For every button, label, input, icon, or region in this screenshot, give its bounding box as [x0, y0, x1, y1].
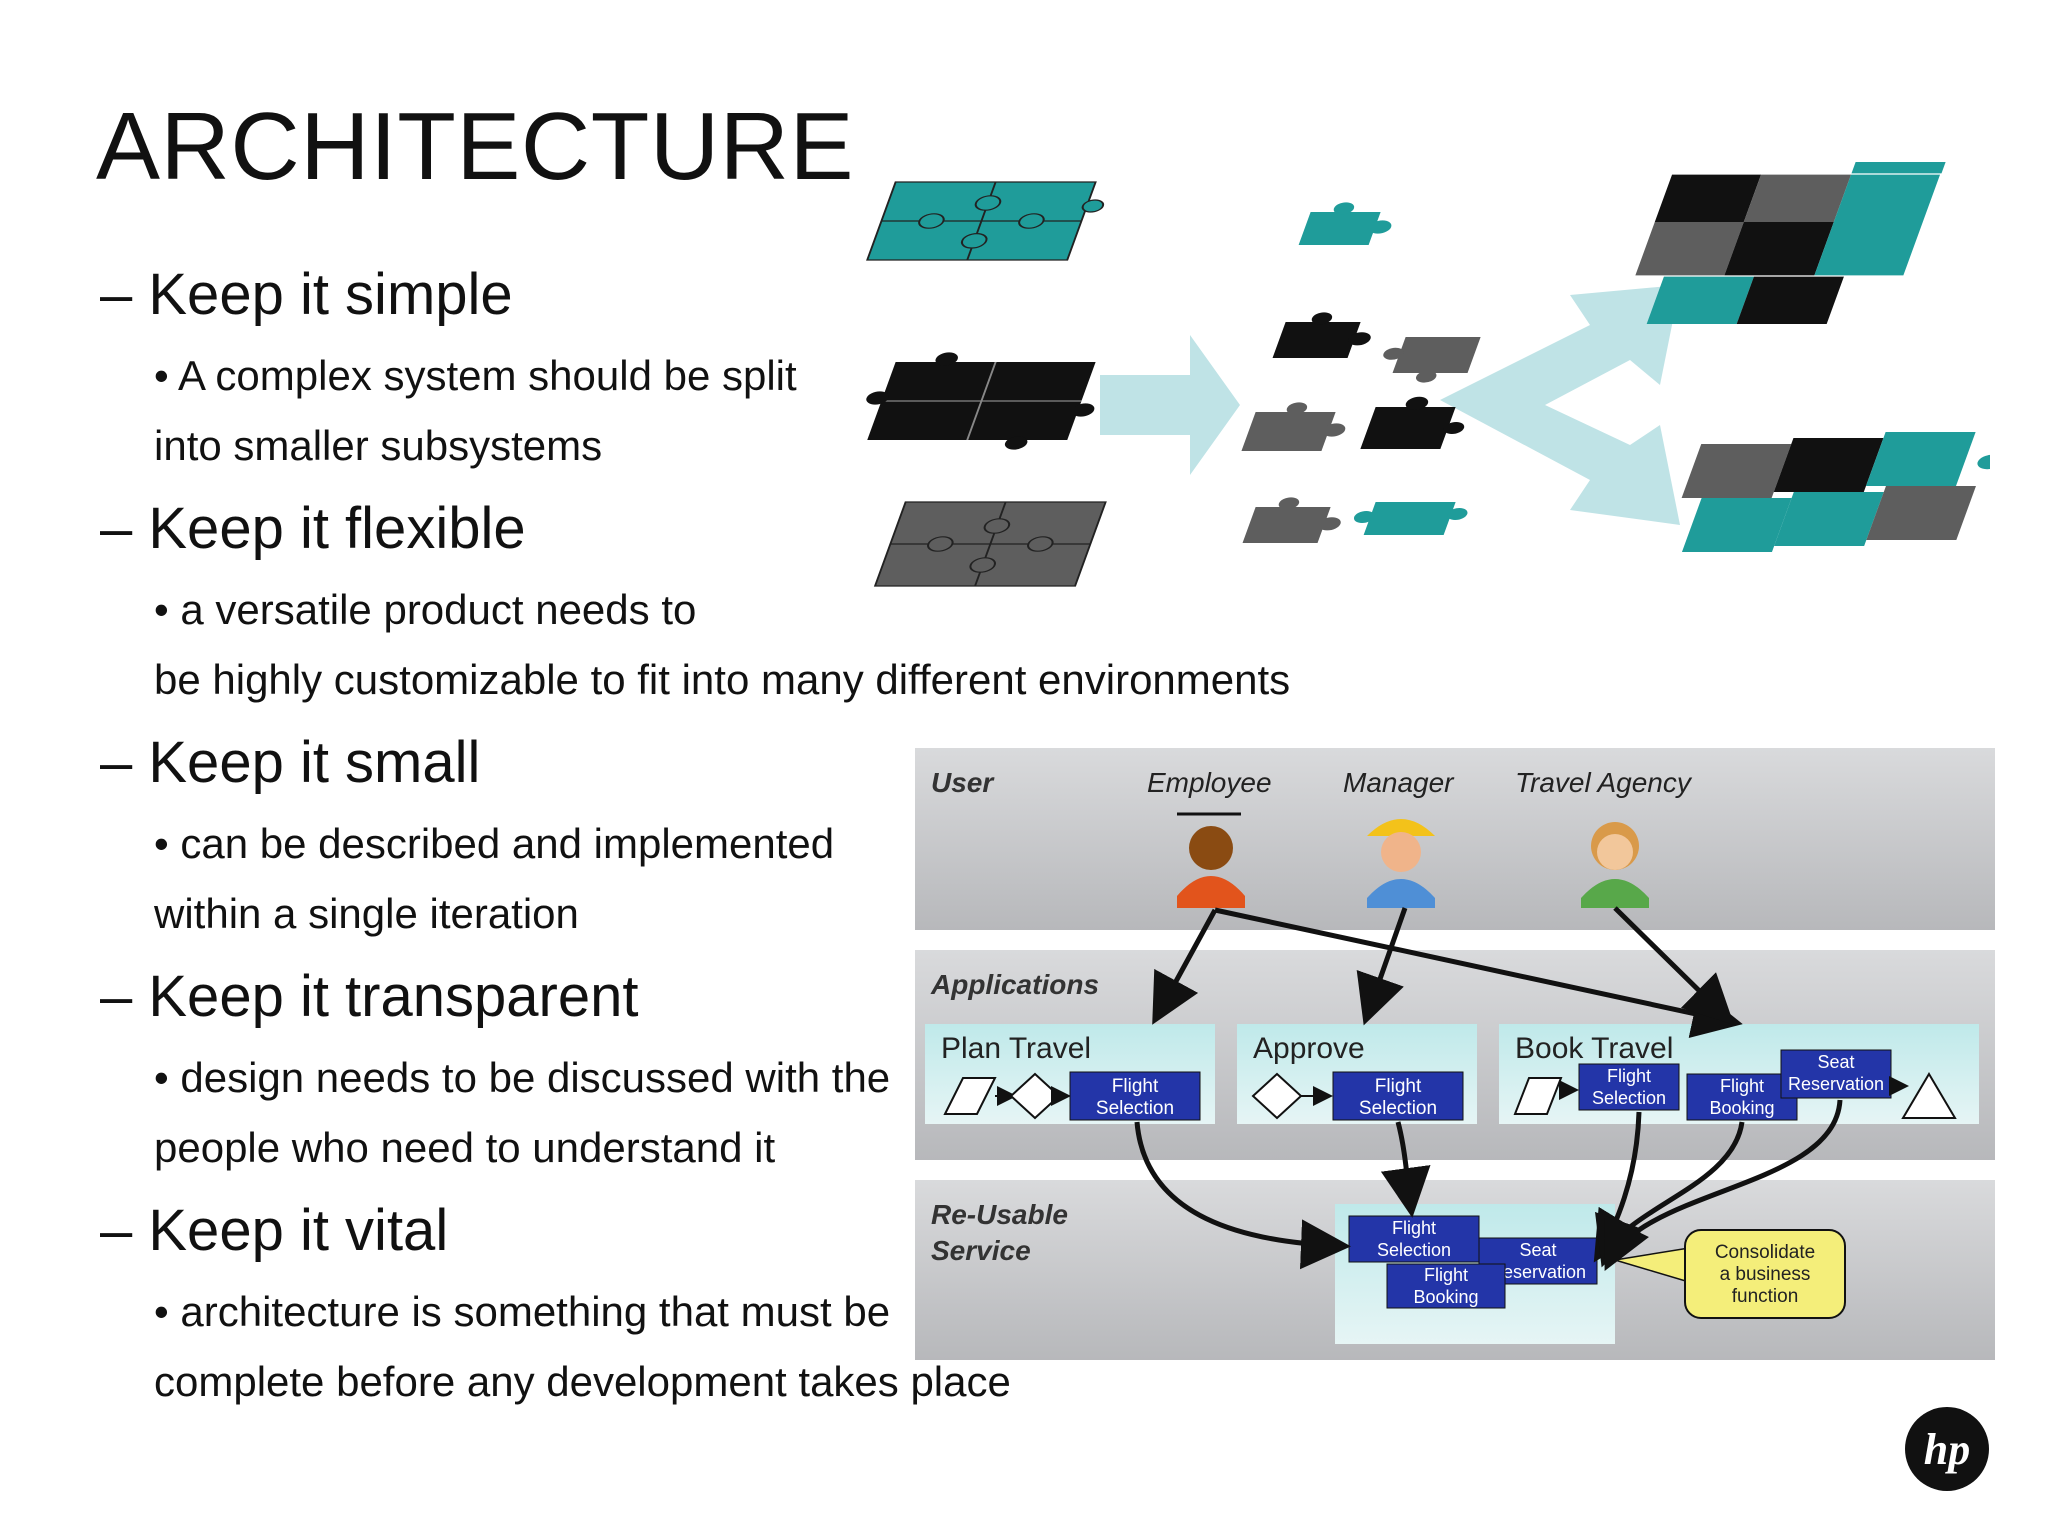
employee-person-icon — [1177, 812, 1245, 908]
box-text: Selection — [1592, 1088, 1666, 1108]
box-seat-reservation-book — [1780, 1049, 1892, 1099]
box-flight-booking-book — [1686, 1073, 1798, 1121]
bullet-text: • A complex system should be split — [154, 352, 797, 399]
box-text: Reservation — [1788, 1074, 1884, 1094]
box-text: Flight — [1375, 1076, 1422, 1097]
decision-diamond-shape — [1251, 1072, 1303, 1120]
box-text: Seat — [1519, 1240, 1556, 1260]
input-parallelogram-shape — [1513, 1077, 1563, 1115]
actor-label-manager: Manager — [1343, 767, 1455, 798]
callout-text: function — [1732, 1286, 1799, 1307]
callout-consolidate — [1684, 1229, 1846, 1319]
box-text: Flight — [1112, 1076, 1159, 1097]
soa-diagram: User Applications Re-Usable Service Empl… — [915, 748, 1995, 1360]
actor-label-agency: Travel Agency — [1515, 767, 1693, 798]
app-label-approve: Approve — [1253, 1032, 1365, 1065]
puzzle-mixed-top — [1632, 162, 1946, 325]
slide-title: ARCHITECTURE — [96, 93, 855, 200]
connector-arrows — [1134, 906, 1843, 1271]
bullet-text: complete before any development takes pl… — [154, 1358, 1011, 1405]
puzzle-black-group — [866, 352, 1096, 450]
bullet-text: people who need to understand it — [154, 1124, 776, 1171]
box-text: Flight — [1607, 1066, 1651, 1086]
callout-text: a business — [1720, 1264, 1811, 1285]
lane-user — [915, 748, 1995, 930]
box-flight-selection-plan — [1069, 1071, 1201, 1121]
box-text: Selection — [1377, 1240, 1451, 1260]
arrow-split-shape — [1440, 285, 1680, 525]
service-flight-selection — [1348, 1215, 1480, 1263]
box-text: Flight — [1720, 1076, 1764, 1096]
box-text: Booking — [1413, 1287, 1478, 1307]
puzzle-mixed-bottom — [1681, 432, 1990, 553]
box-flight-selection-approve — [1332, 1071, 1464, 1121]
box-flight-selection-book — [1578, 1063, 1680, 1111]
service-flight-booking — [1386, 1263, 1506, 1309]
lane-label-service-1: Re-Usable — [931, 1199, 1068, 1230]
lane-label-applications: Applications — [930, 969, 1099, 1000]
bullet-text: • a versatile product needs to — [154, 586, 697, 633]
puzzle-gray-group — [873, 501, 1107, 587]
agency-person-icon — [1581, 822, 1649, 908]
bullet-text: be highly customizable to fit into many … — [154, 656, 1291, 703]
hp-logo-icon: hp — [1905, 1407, 1989, 1491]
bullet-text: • architecture is something that must be — [154, 1288, 891, 1335]
bullet-text: • design needs to be discussed with the — [154, 1054, 891, 1101]
arrow-right-shape — [1100, 335, 1240, 475]
app-label-book: Book Travel — [1515, 1032, 1673, 1065]
bullet-text: • can be described and implemented — [154, 820, 835, 867]
puzzle-teal-group — [866, 181, 1105, 261]
box-text: Flight — [1424, 1265, 1468, 1285]
app-label-plan: Plan Travel — [941, 1032, 1091, 1065]
bullet-heading-flexible: – Keep it flexible — [100, 496, 526, 561]
manager-person-icon — [1367, 819, 1435, 908]
box-text: Booking — [1709, 1098, 1774, 1118]
box-text: Seat — [1817, 1052, 1854, 1072]
input-parallelogram-shape — [943, 1077, 997, 1115]
end-triangle-shape — [1901, 1072, 1957, 1119]
box-text: Selection — [1359, 1098, 1437, 1119]
bullet-heading-transparent: – Keep it transparent — [100, 964, 639, 1029]
puzzle-pieces-scattered — [1241, 202, 1481, 544]
bullet-text: within a single iteration — [154, 890, 579, 937]
lane-label-user: User — [931, 767, 995, 798]
callout-text: Consolidate — [1715, 1242, 1815, 1263]
box-text: Reservation — [1490, 1262, 1586, 1282]
bullet-heading-vital: – Keep it vital — [100, 1198, 449, 1263]
puzzle-illustration — [866, 162, 1990, 587]
actor-label-employee: Employee — [1147, 767, 1272, 798]
bullet-text: into smaller subsystems — [154, 422, 603, 469]
box-text: Selection — [1096, 1098, 1174, 1119]
svg-text:hp: hp — [1924, 1425, 1970, 1474]
lane-label-service-2: Service — [931, 1235, 1031, 1266]
bullet-heading-small: – Keep it small — [100, 730, 481, 795]
box-text: Flight — [1392, 1218, 1436, 1238]
bullet-heading-simple: – Keep it simple — [100, 262, 513, 327]
